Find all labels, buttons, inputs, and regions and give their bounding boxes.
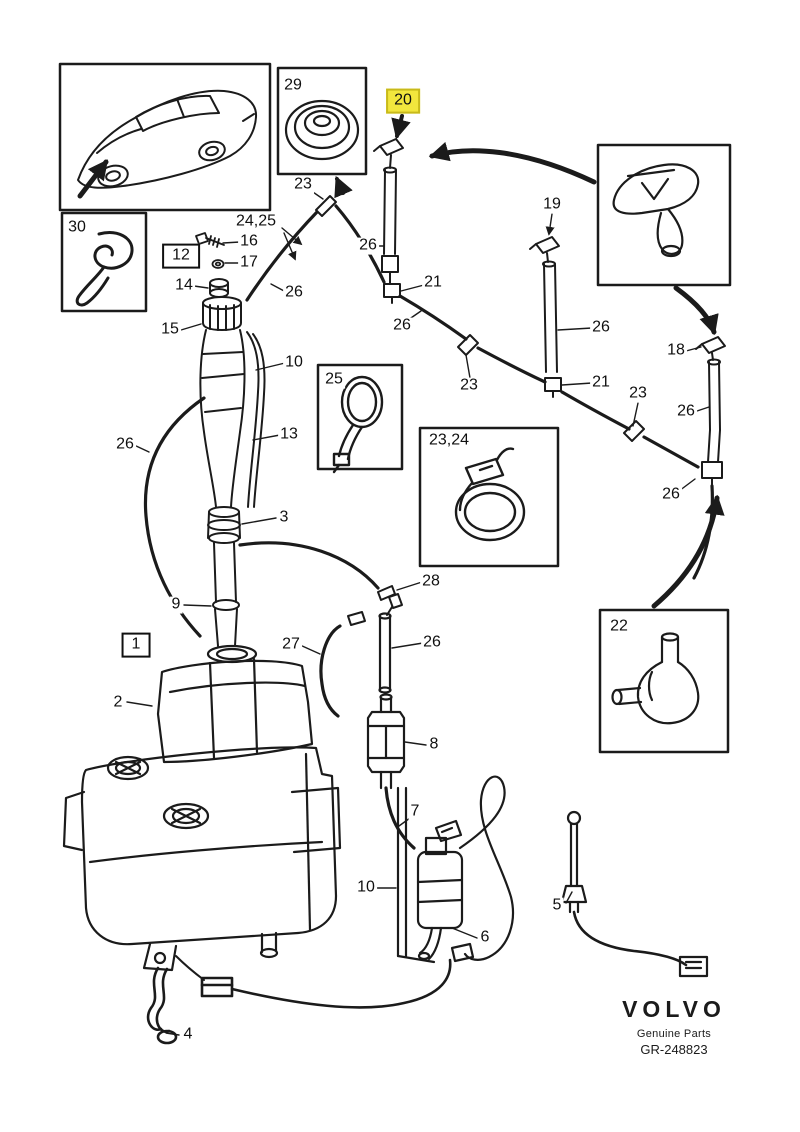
part-label-21: 21: [590, 373, 612, 392]
level-sensor-drawing: [560, 810, 709, 978]
tether-drawing: [146, 955, 452, 1045]
inset-boxes: [58, 62, 732, 754]
part-label-23: 23: [627, 384, 649, 403]
brand-block: VOLVO Genuine Parts GR-248823: [598, 996, 750, 1057]
part-label-20: 20: [386, 88, 420, 114]
part-label-22: 22: [608, 617, 630, 636]
part-label-26: 26: [421, 633, 443, 652]
part-label-9: 9: [169, 595, 183, 614]
part-label-26: 26: [283, 283, 305, 302]
part-label-26: 26: [675, 402, 697, 421]
part-label-21: 21: [422, 273, 444, 292]
flow-arrows: [334, 114, 725, 609]
part-label-12: 12: [162, 243, 200, 269]
reservoir-drawing: [62, 644, 342, 972]
part-label-23: 23: [458, 376, 480, 395]
part-label-16: 16: [238, 232, 260, 251]
volvo-logo: VOLVO: [622, 996, 726, 1022]
part-label-24-25: 24,25: [233, 212, 279, 231]
filter-drawing: [366, 612, 406, 790]
part-label-26: 26: [391, 316, 413, 335]
part-label-14: 14: [173, 276, 195, 295]
car-inset-drawing: [77, 89, 258, 199]
part-label-30: 30: [66, 218, 88, 237]
part-label-10: 10: [283, 353, 305, 372]
part-label-27: 27: [280, 635, 302, 654]
part-label-1: 1: [121, 632, 151, 658]
part-label-26: 26: [114, 435, 136, 454]
part-label-7: 7: [408, 802, 422, 821]
clamp-inset-drawing: [454, 447, 526, 542]
part-label-13: 13: [278, 425, 300, 444]
part-label-6: 6: [478, 928, 492, 947]
bolt-washer-drawing: [195, 232, 225, 269]
part-label-17: 17: [238, 253, 260, 272]
hose-fittings: [315, 195, 723, 626]
part-label-3: 3: [277, 508, 291, 527]
pump-drawing: [396, 775, 515, 964]
part-label-19: 19: [541, 195, 563, 214]
part-label-28: 28: [420, 572, 442, 591]
part-label-23: 23: [292, 175, 314, 194]
part-label-4: 4: [181, 1025, 195, 1044]
part-label-10: 10: [355, 878, 377, 897]
part-label-15: 15: [159, 320, 181, 339]
part-label-26: 26: [660, 485, 682, 504]
part-label-26: 26: [357, 236, 379, 255]
clip-drawing: [75, 231, 134, 307]
check-valve-drawing: [611, 632, 700, 725]
genuine-parts-text: Genuine Parts: [636, 1028, 712, 1040]
filler-cap-neck-drawing: [199, 278, 266, 647]
part-label-26: 26: [590, 318, 612, 337]
part-label-2: 2: [111, 693, 125, 712]
part-label-5: 5: [550, 896, 564, 915]
part-label-29: 29: [282, 76, 304, 95]
part-label-18: 18: [665, 341, 687, 360]
part-label-8: 8: [427, 735, 441, 754]
grommet-drawing: [284, 99, 360, 161]
cable-tie-drawing: [332, 375, 384, 474]
part-label-25: 25: [323, 370, 345, 389]
nozzle-19-drawing: [529, 236, 560, 373]
part-label-23-24: 23,24: [426, 431, 472, 450]
part-reference-number: GR-248823: [640, 1042, 708, 1057]
nozzle-20-drawing: [373, 138, 404, 285]
nozzle-inset-drawing: [612, 163, 700, 258]
